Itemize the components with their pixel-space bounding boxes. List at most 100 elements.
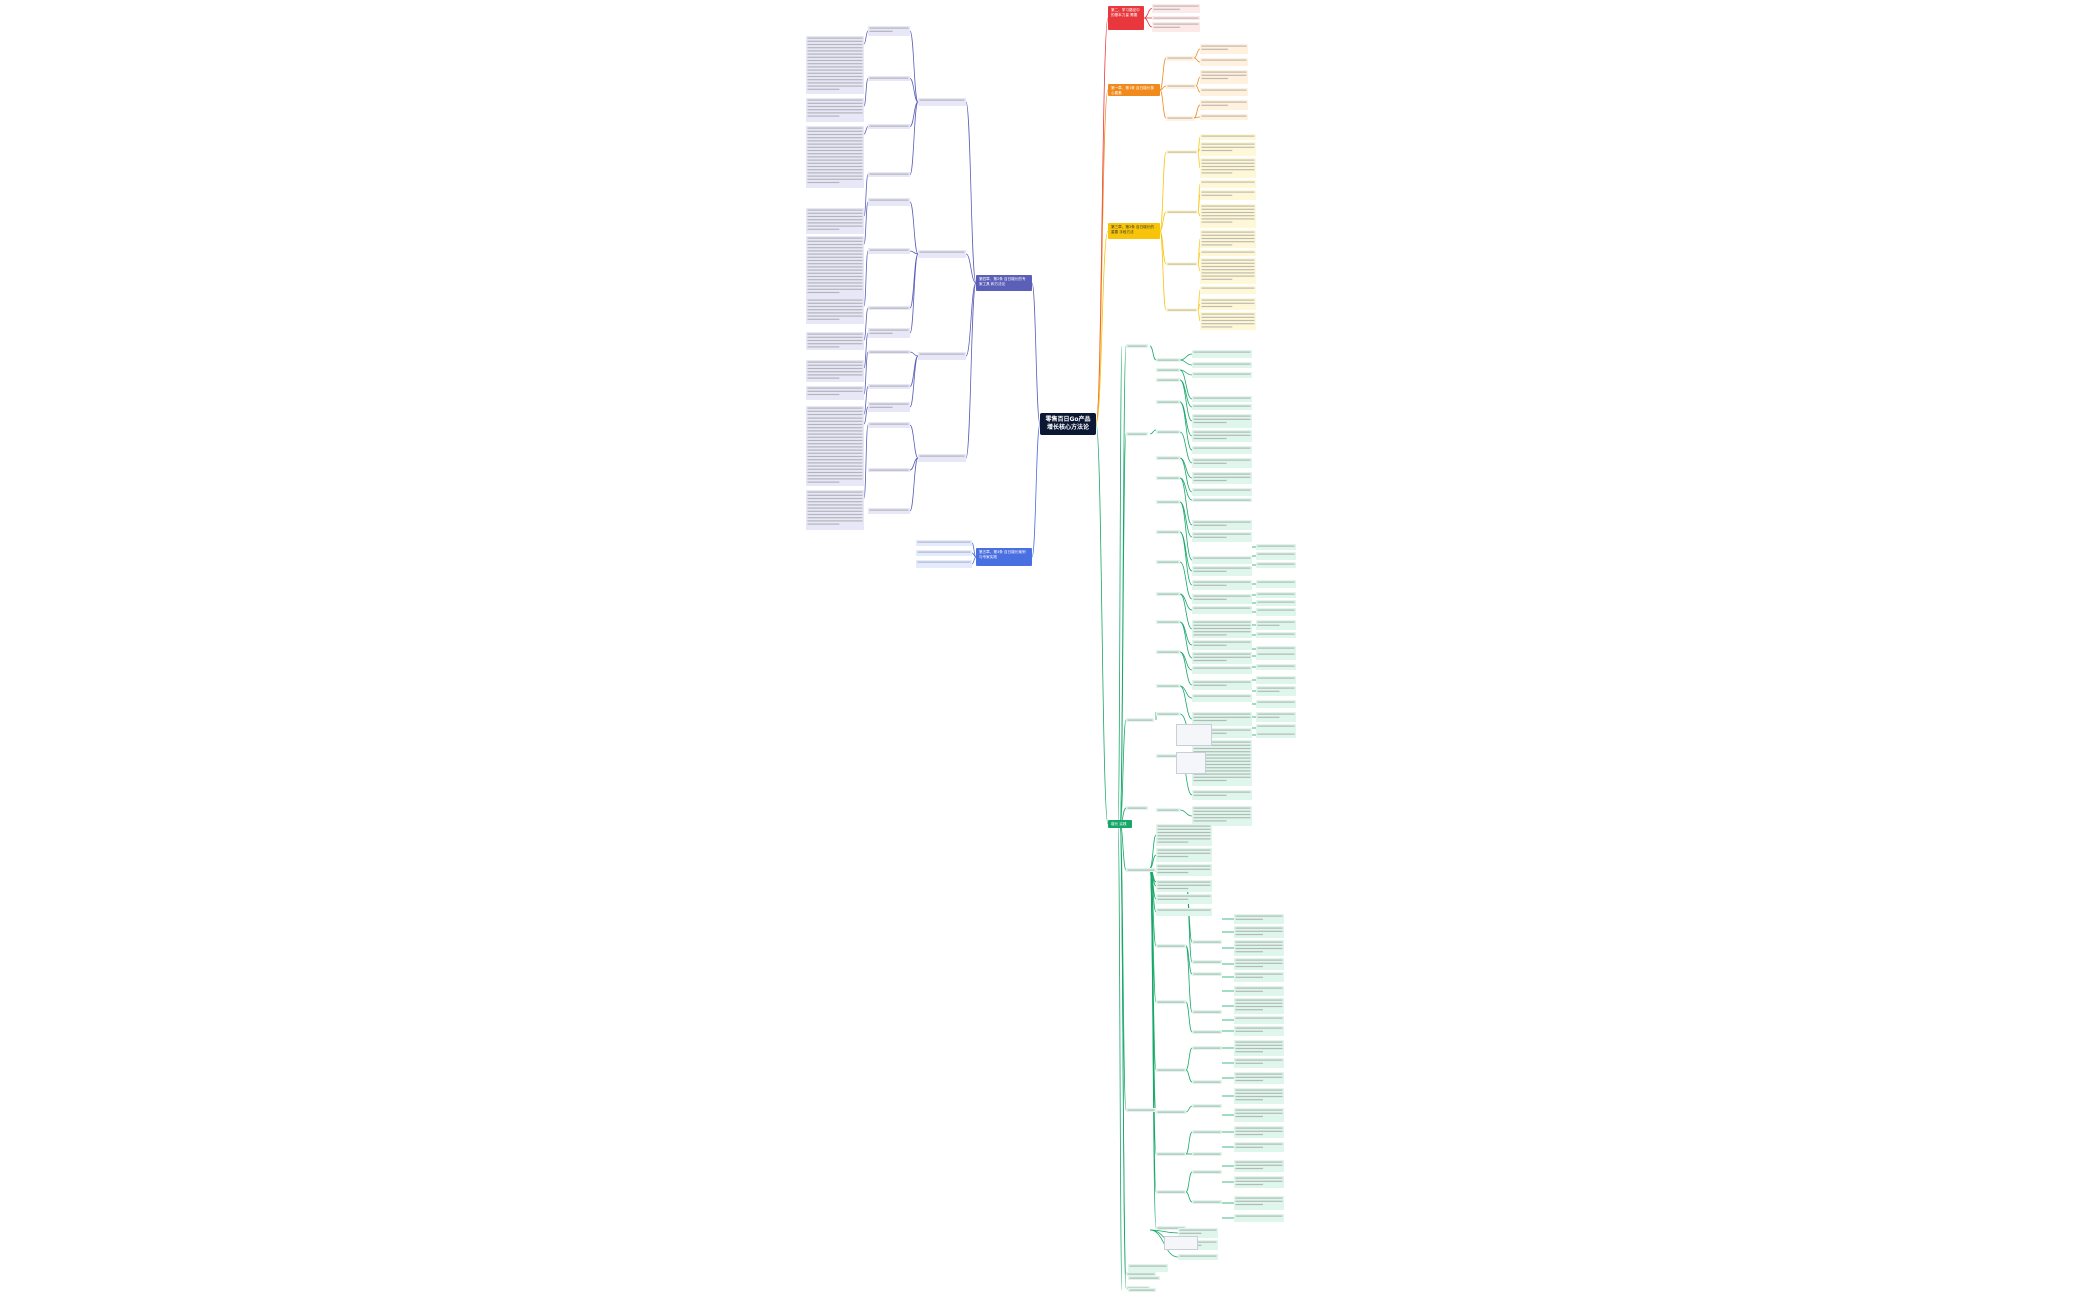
leaf-node[interactable] — [1192, 1170, 1222, 1174]
leaf-node[interactable] — [1192, 1104, 1222, 1108]
leaf-node[interactable] — [1126, 432, 1148, 436]
leaf-node[interactable] — [1192, 1200, 1222, 1204]
leaf-node[interactable] — [1126, 868, 1156, 872]
leaf-node[interactable] — [918, 98, 966, 106]
leaf-node[interactable] — [1234, 972, 1284, 982]
leaf-node[interactable] — [1200, 88, 1248, 96]
leaf-node[interactable] — [1192, 1046, 1222, 1050]
leaf-node[interactable] — [868, 26, 910, 36]
leaf-node[interactable] — [1192, 1130, 1222, 1134]
leaf-node[interactable] — [1256, 652, 1296, 660]
leaf-node[interactable] — [1166, 210, 1198, 214]
leaf-node[interactable] — [1234, 914, 1284, 924]
leaf-node[interactable] — [1200, 142, 1256, 156]
leaf-node[interactable] — [1192, 620, 1252, 638]
leaf-node[interactable] — [1192, 1080, 1222, 1084]
leaf-node[interactable] — [1192, 594, 1252, 604]
leaf-node[interactable] — [1156, 848, 1212, 862]
leaf-node[interactable] — [1156, 650, 1180, 654]
leaf-node[interactable] — [1192, 640, 1252, 650]
leaf-node[interactable] — [1192, 940, 1222, 944]
branch-2[interactable]: 第一章、第1条 百日增长核心要素 — [1108, 84, 1160, 96]
leaf-node[interactable] — [868, 198, 910, 206]
leaf-node[interactable] — [1156, 944, 1186, 948]
leaf-node[interactable] — [1200, 312, 1256, 330]
leaf-node[interactable] — [1156, 894, 1212, 904]
leaf-node[interactable] — [1256, 580, 1296, 588]
leaf-node[interactable] — [1234, 986, 1284, 996]
leaf-node[interactable] — [1192, 566, 1252, 576]
leaf-node[interactable] — [1200, 114, 1248, 120]
leaf-node[interactable] — [1200, 100, 1248, 110]
leaf-node[interactable] — [868, 402, 910, 412]
leaf-node[interactable] — [1192, 652, 1252, 664]
leaf-node[interactable] — [806, 298, 864, 324]
leaf-node[interactable] — [1200, 286, 1256, 294]
leaf-node[interactable] — [1156, 754, 1180, 758]
leaf-node[interactable] — [1256, 700, 1296, 708]
leaf-node[interactable] — [916, 540, 972, 546]
leaf-node[interactable] — [1156, 456, 1180, 460]
leaf-node[interactable] — [1192, 680, 1252, 690]
leaf-node[interactable] — [1200, 204, 1256, 228]
leaf-node[interactable] — [918, 352, 966, 360]
leaf-node[interactable] — [1156, 880, 1212, 892]
leaf-node[interactable] — [1256, 600, 1296, 606]
leaf-node[interactable] — [1256, 620, 1296, 630]
leaf-node[interactable] — [1234, 926, 1284, 938]
leaf-node[interactable] — [806, 98, 864, 122]
leaf-node[interactable] — [1152, 16, 1200, 20]
leaf-node[interactable] — [1156, 1226, 1186, 1230]
leaf-node[interactable] — [1234, 998, 1284, 1014]
leaf-node[interactable] — [1256, 646, 1296, 652]
branch-5[interactable]: 第五章、第3条 百日增长案例 与专家实践 — [976, 548, 1032, 566]
leaf-node[interactable] — [1200, 190, 1256, 200]
leaf-node[interactable] — [1256, 724, 1296, 732]
leaf-node[interactable] — [1234, 1040, 1284, 1056]
leaf-node[interactable] — [1156, 368, 1180, 372]
leaf-node[interactable] — [1156, 712, 1180, 716]
leaf-node[interactable] — [1234, 1126, 1284, 1138]
leaf-node[interactable] — [868, 350, 910, 354]
leaf-node[interactable] — [868, 384, 910, 389]
leaf-node[interactable] — [1256, 592, 1296, 598]
leaf-node[interactable] — [1200, 298, 1256, 310]
leaf-node[interactable] — [1156, 400, 1180, 404]
leaf-node[interactable] — [1192, 694, 1252, 702]
leaf-node[interactable] — [1192, 972, 1222, 976]
leaf-node[interactable] — [1200, 180, 1256, 188]
leaf-node[interactable] — [1256, 712, 1296, 722]
leaf-node[interactable] — [1234, 958, 1284, 970]
leaf-node[interactable] — [916, 550, 972, 556]
leaf-node[interactable] — [1256, 686, 1296, 696]
leaf-node[interactable] — [1126, 718, 1154, 722]
leaf-node[interactable] — [806, 208, 864, 234]
branch-4[interactable]: 第四章、第2条 百日增长的专家工具 和方法论 — [976, 275, 1032, 291]
leaf-node[interactable] — [1192, 1152, 1222, 1156]
leaf-node[interactable] — [1234, 1016, 1284, 1024]
leaf-node[interactable] — [806, 332, 864, 350]
leaf-node[interactable] — [1256, 608, 1296, 616]
leaf-node[interactable] — [1156, 824, 1212, 846]
leaf-node[interactable] — [806, 36, 864, 94]
leaf-node[interactable] — [1156, 864, 1212, 876]
leaf-node[interactable] — [1152, 4, 1200, 13]
leaf-node[interactable] — [1192, 606, 1252, 614]
leaf-node[interactable] — [1126, 1108, 1156, 1112]
branch-1[interactable]: 第二、学习路径中的基本力量 需要 — [1108, 6, 1144, 30]
leaf-node[interactable] — [1192, 362, 1252, 368]
leaf-node[interactable] — [1192, 666, 1252, 674]
leaf-node[interactable] — [1156, 592, 1180, 596]
leaf-node[interactable] — [1192, 396, 1252, 402]
leaf-node[interactable] — [1166, 308, 1198, 312]
leaf-node[interactable] — [1128, 1264, 1168, 1272]
leaf-node[interactable] — [918, 454, 966, 462]
leaf-node[interactable] — [1126, 806, 1148, 810]
leaf-node[interactable] — [1166, 150, 1198, 154]
leaf-node[interactable] — [1192, 458, 1252, 468]
leaf-node[interactable] — [1234, 1176, 1284, 1188]
leaf-node[interactable] — [1256, 632, 1296, 638]
leaf-node[interactable] — [1192, 1030, 1222, 1034]
leaf-node[interactable] — [868, 172, 910, 177]
leaf-node[interactable] — [1234, 940, 1284, 956]
